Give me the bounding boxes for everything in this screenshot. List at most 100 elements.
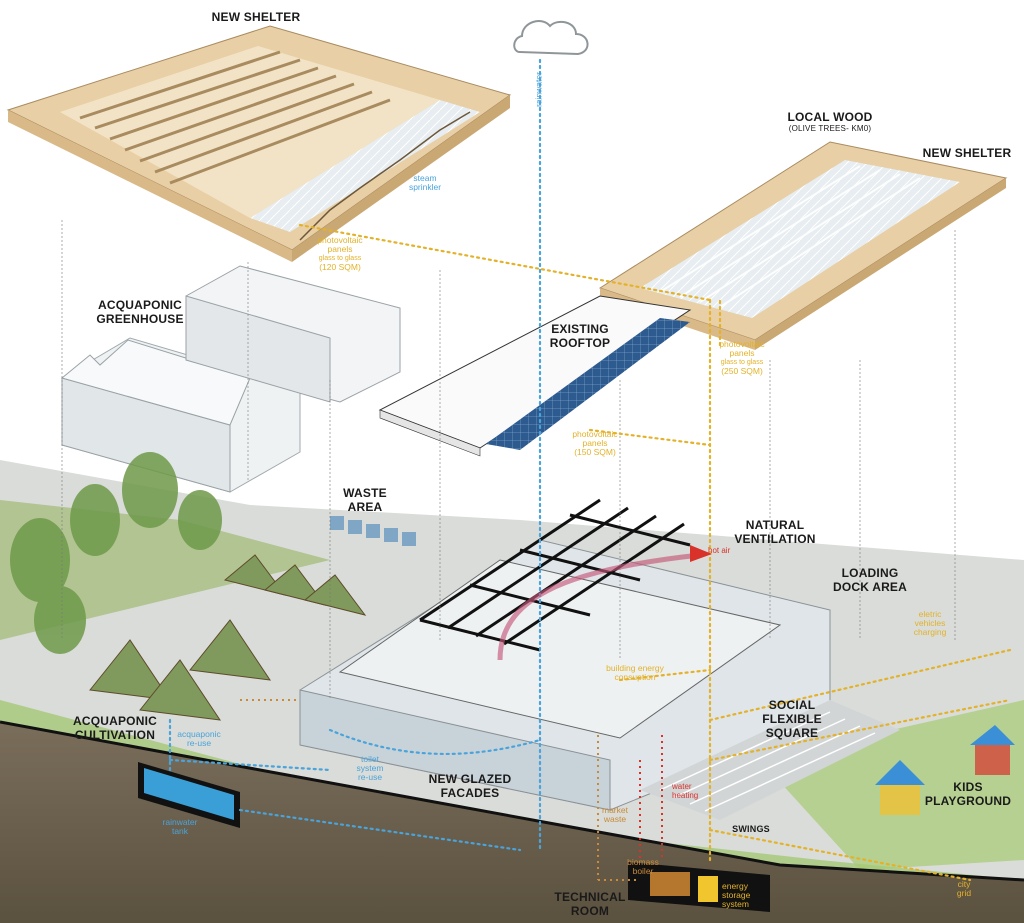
label-local-wood-title: LOCAL WOOD	[787, 110, 873, 124]
label-technical-room-line1: TECHNICAL	[554, 890, 626, 904]
label-technical-room: TECHNICAL ROOM	[550, 890, 630, 918]
soil-section	[0, 720, 1024, 923]
annot-toilet-line3: re-use	[357, 772, 383, 782]
label-new-glazed-facades-line2: FACADES	[440, 786, 500, 800]
annot-energy-consumption: building energy consuption	[585, 664, 685, 682]
label-new-glazed-facades-line1: NEW GLAZED	[428, 772, 512, 786]
label-acquaponic-greenhouse: ACQUAPONIC GREENHOUSE	[80, 298, 200, 326]
annot-pv-left-line4: (120 SQM)	[319, 262, 361, 272]
label-loading-dock-line2: DOCK AREA	[832, 580, 908, 594]
annot-storage-line2: storage	[722, 890, 751, 900]
annot-acq-reuse-line1: acquaponic	[177, 729, 221, 739]
annot-rain-tank-line2: tank	[171, 826, 189, 836]
annot-electric-line3: charging	[913, 627, 947, 637]
annot-toilet-reuse: toilet system re-use	[345, 755, 395, 782]
main-building	[299, 498, 831, 811]
label-social-square: SOCIAL FLEXIBLE SQUARE	[752, 698, 832, 740]
annot-water-line1: water	[672, 782, 692, 791]
annot-pv-mid-line3: (150 SQM)	[574, 447, 616, 457]
label-swings: SWINGS	[732, 824, 770, 834]
label-social-square-line3: SQUARE	[765, 726, 819, 740]
annot-city-line1: city	[957, 879, 971, 889]
annot-pv-left: photovoltaic panels glass to glass (120 …	[300, 236, 380, 272]
label-kids-playground-line2: PLAYGROUND	[924, 794, 1012, 808]
annot-steam-line2: sprinkler	[408, 182, 442, 192]
annot-toilet-line2: system	[356, 763, 384, 773]
annot-acq-reuse-line2: re-use	[186, 738, 212, 748]
label-acquaponic-cultivation: ACQUAPONIC CULTIVATION	[60, 714, 170, 742]
label-acquaponic-cultivation-line2: CULTIVATION	[74, 728, 156, 742]
annot-hot-air: hot air	[708, 546, 731, 555]
rainwater-flow	[168, 58, 542, 852]
label-acquaponic-greenhouse-line1: ACQUAPONIC	[97, 298, 182, 312]
acquaponic-greenhouse	[60, 265, 401, 493]
annot-biomass-boiler: biomass boiler	[618, 858, 668, 876]
annot-toilet-line1: toilet	[361, 754, 379, 764]
new-shelter-right	[598, 141, 1008, 350]
annot-biomass-line1: biomass	[627, 857, 659, 867]
annot-rain-tank-line1: rainwater	[162, 817, 198, 827]
label-local-wood: LOCAL WOOD (OLIVE TREES- KM0)	[770, 110, 890, 133]
technical-room-box	[628, 862, 770, 912]
energy-flow	[298, 223, 1012, 882]
annot-water-heating: water heating	[672, 782, 698, 800]
cultivation-racks	[89, 554, 367, 721]
trees	[10, 452, 222, 654]
label-kids-playground: KIDS PLAYGROUND	[918, 780, 1018, 808]
annot-pv-mid: photovoltaic panels (150 SQM)	[560, 430, 630, 457]
label-acquaponic-cultivation-line1: ACQUAPONIC	[72, 714, 157, 728]
rainwater-tank	[138, 762, 240, 828]
cloud-icon	[513, 20, 589, 56]
label-technical-room-line2: ROOM	[570, 904, 610, 918]
label-waste-area-line2: AREA	[347, 500, 383, 514]
label-natural-ventilation-line1: NATURAL	[745, 518, 805, 532]
label-existing-rooftop: EXISTING ROOFTOP	[535, 322, 625, 350]
label-social-square-line1: SOCIAL	[768, 698, 816, 712]
annot-city-line2: grid	[956, 888, 972, 898]
label-waste-area-line1: WASTE	[343, 486, 387, 500]
annot-pv-right: photovoltaic panels glass to glass (250 …	[702, 340, 782, 376]
annot-storage-line1: energy	[722, 881, 748, 891]
label-local-wood-sub: (OLIVE TREES- KM0)	[788, 124, 872, 133]
annot-pv-mid-line2: panels	[582, 438, 608, 448]
existing-rooftop	[378, 295, 692, 457]
label-new-shelter-right: NEW SHELTER	[922, 146, 1012, 160]
waste-bins	[330, 516, 416, 546]
annot-energy-storage: energy storage system	[722, 882, 782, 909]
heating-flow	[639, 735, 663, 860]
annot-market-line2: waste	[603, 814, 627, 824]
annot-pv-right-line3: glass to glass	[720, 359, 764, 366]
waste-flow	[240, 699, 640, 881]
social-square	[640, 700, 900, 820]
label-waste-area: WASTE AREA	[330, 486, 400, 514]
annot-pv-right-line4: (250 SQM)	[721, 366, 763, 376]
label-new-shelter-left: NEW SHELTER	[211, 10, 301, 24]
guide-lines	[61, 220, 956, 700]
annot-rainwater-tank: rainwater tank	[150, 818, 210, 836]
hot-air-arrow	[497, 545, 712, 661]
label-existing-rooftop-line1: EXISTING	[551, 322, 609, 336]
label-loading-dock: LOADING DOCK AREA	[820, 566, 920, 594]
annot-energy-line2: consuption	[614, 672, 656, 682]
annot-market-line1: market	[602, 805, 628, 815]
label-kids-playground-line1: KIDS	[953, 780, 983, 794]
annot-electric-line2: vehicles	[914, 618, 946, 628]
label-new-glazed-facades: NEW GLAZED FACADES	[420, 772, 520, 800]
annot-pv-left-line1: photovoltaic	[317, 235, 363, 245]
annot-steam-sprinkler: steam sprinkler	[395, 174, 455, 192]
annot-pv-left-line3: glass to glass	[318, 255, 362, 262]
annot-city-grid: city grid	[944, 880, 984, 898]
annot-market-waste: market waste	[590, 806, 640, 824]
annot-electric-charging: eletric vehicles charging	[900, 610, 960, 637]
annot-electric-line1: eletric	[918, 609, 942, 619]
annot-steam-line1: steam	[413, 173, 437, 183]
label-social-square-line2: FLEXIBLE	[762, 712, 822, 726]
label-acquaponic-greenhouse-line2: GREENHOUSE	[96, 312, 184, 326]
annot-water-line2: heating	[672, 791, 699, 800]
annot-acquaponic-reuse: acquaponic re-use	[164, 730, 234, 748]
label-natural-ventilation-line2: VENTILATION	[734, 532, 816, 546]
new-shelter-left	[6, 25, 512, 262]
annot-rainwater: rainwater	[533, 72, 544, 107]
